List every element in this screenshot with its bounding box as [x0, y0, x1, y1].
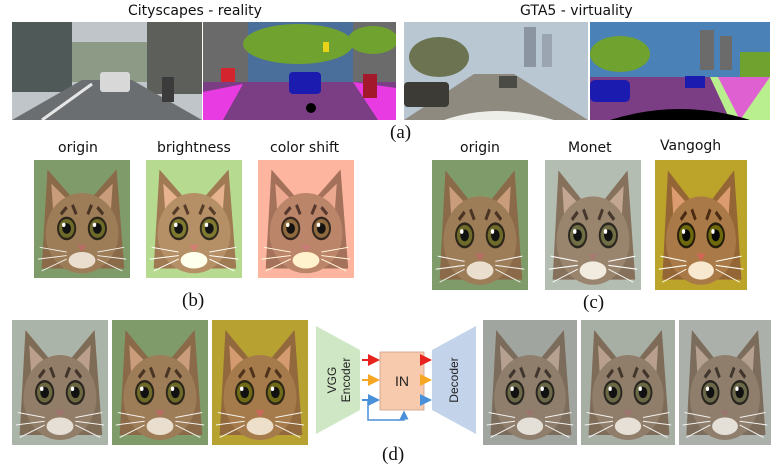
- cat-c-origin: [432, 160, 528, 290]
- in-label: IN: [395, 373, 409, 389]
- gta5-segmentation: [590, 22, 770, 120]
- cat-d-output-2: [581, 320, 675, 445]
- caption-b-color-shift: color shift: [270, 140, 340, 156]
- decoder-block: [432, 326, 476, 434]
- caption-c-vangogh: Vangogh: [660, 138, 722, 154]
- cityscapes-photo: [12, 22, 202, 120]
- cityscapes-title: Cityscapes - reality: [128, 3, 262, 19]
- gta5-title: GTA5 - virtuality: [520, 3, 633, 19]
- caption-c-monet: Monet: [568, 140, 612, 156]
- panel-b-label: (b): [182, 290, 205, 311]
- panel-c-label: (c): [583, 292, 605, 313]
- cat-d-input-1: [12, 320, 108, 445]
- cat-b-origin: [34, 160, 130, 278]
- encoder-label-line1: VGG: [325, 367, 339, 394]
- caption-c-origin: origin: [460, 140, 500, 156]
- encoder-label-line2: Encoder: [339, 358, 353, 403]
- cat-c-vangogh: [655, 160, 747, 290]
- arrow-blue-skip: [367, 400, 409, 421]
- panel-d-label: (d): [382, 444, 405, 465]
- cat-b-brightness: [146, 160, 242, 278]
- caption-b-origin: origin: [58, 140, 98, 156]
- cat-d-output-1: [483, 320, 577, 445]
- caption-b-brightness: brightness: [157, 140, 231, 156]
- cat-d-input-2: [112, 320, 208, 445]
- panel-a-label: (a): [390, 122, 412, 143]
- gta5-photo: [404, 22, 588, 120]
- cat-d-input-3: [212, 320, 308, 445]
- cat-c-monet: [545, 160, 641, 290]
- vgg-encoder-block: [316, 326, 360, 434]
- in-block: [379, 351, 425, 411]
- cat-b-color-shift: [258, 160, 354, 278]
- decoder-label: Decoder: [447, 357, 461, 402]
- architecture-diagram: VGG Encoder IN Decoder: [316, 326, 476, 434]
- cityscapes-segmentation: [203, 22, 396, 120]
- cat-d-output-3: [679, 320, 771, 445]
